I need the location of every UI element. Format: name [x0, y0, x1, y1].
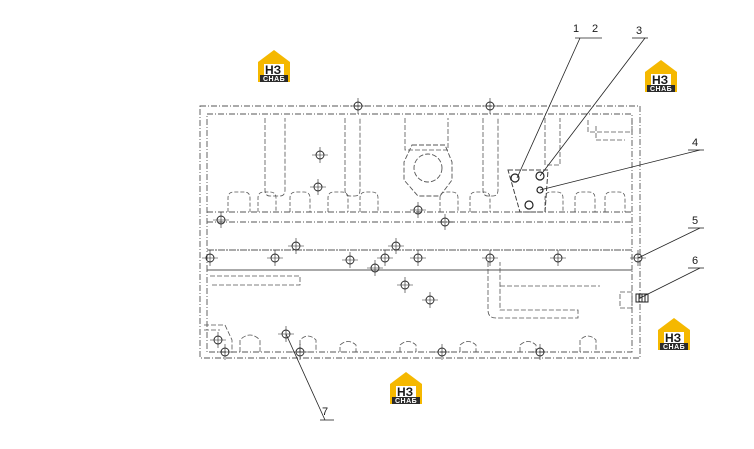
bulkhead-3: [404, 118, 449, 151]
oil-passage: [210, 275, 301, 286]
bolt-hole-crosshair: [377, 250, 393, 266]
bolt-hole-crosshair: [397, 277, 413, 293]
bolt-hole-crosshair: [388, 238, 404, 254]
central-flange: [403, 144, 453, 197]
callout-7: 7: [322, 406, 328, 418]
drain-plug-thread: [638, 294, 646, 302]
leader-7: [285, 333, 326, 421]
watermark-text: СНАБ: [663, 344, 685, 351]
bolt-hole-crosshair: [437, 214, 453, 230]
bolt-hole-crosshair: [422, 292, 438, 308]
plate-bolt-4: [536, 186, 544, 194]
right-step: [587, 120, 633, 133]
bolt-hole-crosshair: [342, 252, 358, 268]
left-corner-boss: [204, 324, 233, 352]
lower-skirt: [206, 269, 633, 353]
block-outline: [199, 105, 641, 359]
bolt-hole-crosshair: [217, 344, 233, 360]
watermark-mark: НЗ: [397, 385, 413, 399]
bulkhead-1: [264, 118, 286, 197]
leader-1: [516, 37, 581, 179]
crankcase-band: [206, 113, 633, 251]
watermark-mark: НЗ: [665, 331, 681, 345]
bolt-hole-crosshair: [210, 332, 226, 348]
right-step-2: [595, 126, 625, 141]
callout-6: 6: [692, 255, 698, 267]
bolt-hole-crosshair: [434, 344, 450, 360]
lower-channel: [487, 262, 579, 319]
bolt-hole-crosshair: [410, 202, 426, 218]
plate-bolt-2: [535, 171, 545, 181]
bolt-hole-crosshair: [482, 98, 498, 114]
bolt-hole-crosshair: [410, 250, 426, 266]
callout-3: 3: [636, 25, 642, 37]
bolt-hole-crosshair: [202, 250, 218, 266]
callout-1: 1: [573, 23, 579, 35]
plate-bolt-1: [510, 173, 520, 183]
bolt-hole-crosshair: [312, 147, 328, 163]
plate-bolt-3: [524, 200, 534, 210]
watermark-text: СНАБ: [395, 398, 417, 405]
callout-4: 4: [692, 137, 698, 149]
bolt-hole-crosshair: [550, 250, 566, 266]
bolt-hole-crosshair: [532, 344, 548, 360]
watermark-text: СНАБ: [650, 86, 672, 93]
bolt-hole-crosshair: [310, 179, 326, 195]
watermark-logo-4: НЗ СНАБ: [390, 372, 422, 405]
skirt-arches: [239, 334, 597, 352]
bolt-hole-crosshair: [350, 98, 366, 114]
oil-gallery-band: [206, 249, 633, 271]
bolt-hole-crosshair: [288, 238, 304, 254]
leader-4: [539, 149, 701, 191]
watermark-mark: НЗ: [265, 63, 281, 77]
watermark-logo-1: НЗ СНАБ: [258, 50, 290, 83]
bulkhead-4: [482, 118, 499, 197]
watermark-mark: НЗ: [652, 73, 668, 87]
cover-plate: [507, 169, 549, 213]
bolt-hole-crosshair: [367, 260, 383, 276]
watermark-logo-2: НЗ СНАБ: [645, 60, 677, 93]
right-end-boss: [619, 291, 633, 309]
watermark-text: СНАБ: [263, 76, 285, 83]
cutout-row: [227, 191, 626, 212]
leader-5: [637, 227, 701, 259]
bolt-holes: [202, 98, 646, 360]
leader-3: [539, 37, 646, 177]
bolt-hole-crosshair: [482, 250, 498, 266]
bolt-hole-crosshair: [267, 250, 283, 266]
callout-5: 5: [692, 215, 698, 227]
watermark-logo-3: НЗ СНАБ: [658, 318, 690, 351]
callout-2: 2: [592, 23, 598, 35]
bulkhead-5: [544, 118, 561, 166]
bolt-hole-crosshair: [213, 212, 229, 228]
bulkhead-2: [344, 118, 361, 197]
central-flange-bore: [413, 153, 443, 183]
bolt-hole-crosshair: [292, 344, 308, 360]
leader-6: [639, 267, 701, 299]
